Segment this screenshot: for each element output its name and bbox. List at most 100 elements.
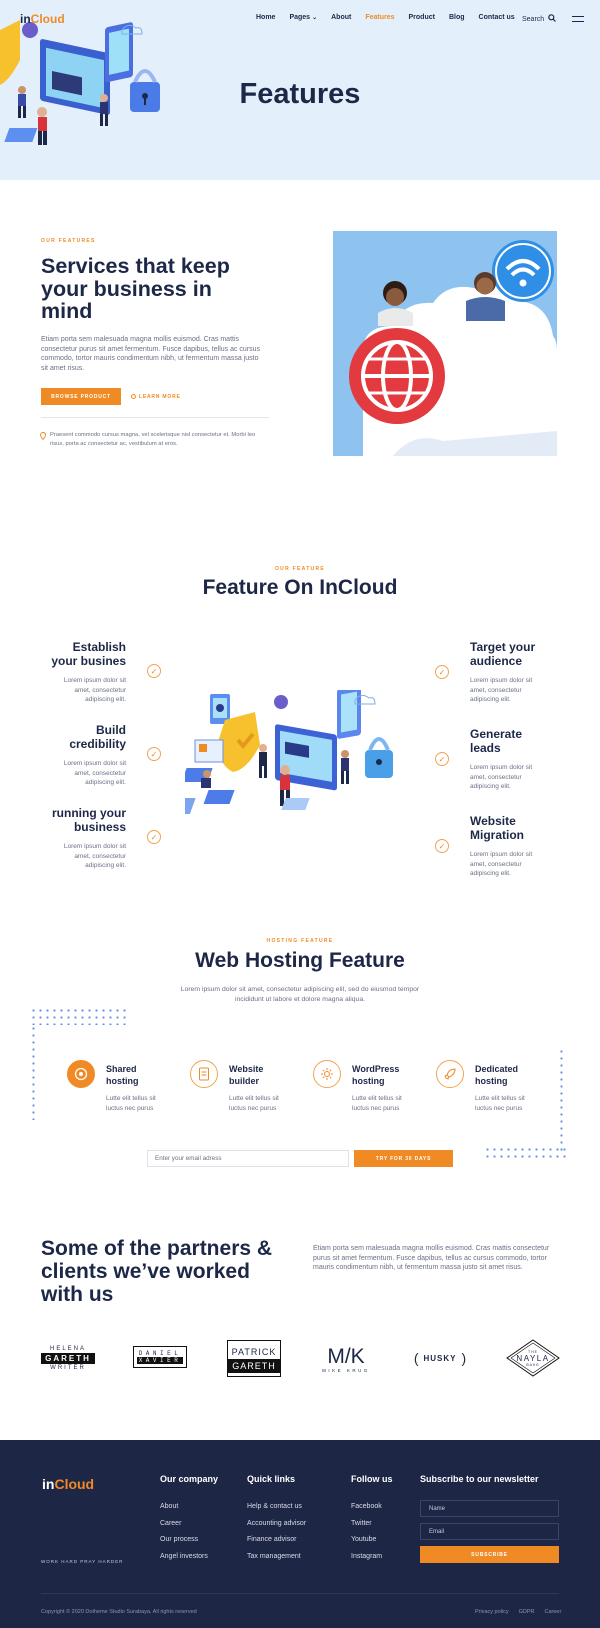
footer-link-career[interactable]: Career xyxy=(160,1519,182,1527)
dot-pattern xyxy=(30,1007,128,1025)
page-title: Features xyxy=(239,78,361,110)
footer-link-tax[interactable]: Tax management xyxy=(247,1552,301,1560)
feature-text: amet, consectetur xyxy=(74,686,126,694)
try-free-button[interactable]: TRY FOR 30 DAYS xyxy=(354,1150,453,1167)
feature-text: Lorem ipsum dolor sit xyxy=(63,843,126,850)
circle-arrow-icon xyxy=(131,394,136,399)
logo[interactable]: inCloud xyxy=(20,12,65,26)
gdpr-link[interactable]: GDPR xyxy=(518,1609,535,1615)
feature-text: adipiscing elit. xyxy=(85,862,126,869)
hosting-item-text: Lutte elit tellus sit xyxy=(475,1095,525,1102)
feature-left-3: running your business Lorem ipsum dolor … xyxy=(30,806,126,871)
feature-text: Lorem ipsum dolor sit xyxy=(63,677,126,684)
feature-title: Migration xyxy=(470,828,524,842)
hosting-item-text: luctus nec purus xyxy=(106,1104,154,1112)
divider xyxy=(41,417,269,418)
footer-bottom-links: Privacy policy GDPR Career xyxy=(475,1609,561,1615)
partners-title-line: clients we’ve worked xyxy=(41,1260,250,1283)
nav-pages-label: Pages xyxy=(289,14,311,21)
hosting-item-title: Dedicated xyxy=(475,1064,519,1074)
partner-logo-patrick: PATRICK GARETH xyxy=(227,1340,281,1377)
menu-icon[interactable] xyxy=(572,16,584,22)
logo-text: PATRICK xyxy=(231,1346,277,1357)
feature-text: adipiscing elit. xyxy=(85,779,126,786)
hosting-item-builder: Website builder Lutte elit tellus sit lu… xyxy=(229,1063,309,1113)
nav-about[interactable]: About xyxy=(331,14,352,21)
learn-more-link[interactable]: LEARN MORE xyxy=(131,394,181,400)
services-title-line: your business in xyxy=(41,276,212,301)
subscribe-button[interactable]: SUBSCRIBE xyxy=(420,1546,559,1563)
footer-link-about[interactable]: About xyxy=(160,1503,179,1510)
features-kicker: OUR FEATURE xyxy=(274,566,326,572)
footer-link-facebook[interactable]: Facebook xyxy=(351,1503,382,1510)
nav-product[interactable]: Product xyxy=(408,14,435,21)
footer-col-title: Follow us xyxy=(351,1474,393,1484)
nav-home[interactable]: Home xyxy=(256,14,276,21)
feature-title: credibility xyxy=(69,737,126,751)
newsletter-title: Subscribe to our newsletter xyxy=(420,1474,539,1484)
main-nav: Home Pages⌄ About Features Product Blog … xyxy=(256,14,529,21)
hosting-item-title: hosting xyxy=(475,1076,508,1086)
hosting-item-title: Shared xyxy=(106,1064,137,1074)
footer-link-help[interactable]: Help & contact us xyxy=(247,1503,302,1510)
feature-text: Lorem ipsum dolor sit xyxy=(470,677,533,684)
hosting-kicker: HOSTING FEATURE xyxy=(266,938,334,944)
search-label: Search xyxy=(522,16,545,23)
hosting-item-title: Website xyxy=(229,1064,264,1074)
footer-link-youtube[interactable]: Youtube xyxy=(351,1536,377,1543)
chevron-down-icon: ⌄ xyxy=(312,15,318,21)
hero-section: inCloud Home Pages⌄ About Features Produ… xyxy=(0,0,600,180)
wordpress-icon xyxy=(313,1060,341,1088)
hosting-subtitle-line: Lorem ipsum dolor sit amet, consectetur … xyxy=(180,986,420,993)
hosting-subtitle: Lorem ipsum dolor sit amet, consectetur … xyxy=(0,985,600,1004)
logo-prefix: in xyxy=(20,12,31,26)
nav-features[interactable]: Features xyxy=(365,14,395,21)
hosting-item-text: Lutte elit tellus sit xyxy=(229,1095,279,1102)
logo-text: HUSKY xyxy=(423,1353,457,1363)
footer-logo[interactable]: inCloud xyxy=(42,1476,94,1492)
partner-logo-mk: M/K MIKE KRUG xyxy=(317,1342,375,1376)
nav-contact[interactable]: Contact us xyxy=(478,14,515,21)
footer-link-accounting[interactable]: Accounting advisor xyxy=(247,1519,307,1527)
hosting-item-text: luctus nec purus xyxy=(352,1104,400,1112)
logo-text: GARETH xyxy=(228,1358,280,1373)
feature-text: adipiscing elit. xyxy=(470,696,511,703)
logo-text: THE xyxy=(528,1349,538,1354)
feature-illustration xyxy=(185,690,393,814)
footer-link-process[interactable]: Our process xyxy=(160,1536,199,1543)
features-title: Feature On InCloud xyxy=(202,576,398,599)
footer-col-quicklinks: Quick links Help & contact us Accounting… xyxy=(247,1474,306,1565)
footer-link-instagram[interactable]: Instagram xyxy=(351,1552,383,1560)
trial-email-input[interactable]: Enter your email adress xyxy=(147,1150,349,1167)
logo-prefix: in xyxy=(42,1476,55,1492)
cloud-people-image xyxy=(333,231,557,456)
nav-blog[interactable]: Blog xyxy=(448,14,465,21)
search-button[interactable]: Search xyxy=(522,14,557,23)
security-illustration xyxy=(0,20,160,145)
feature-title: leads xyxy=(470,741,501,755)
footer-link-finance[interactable]: Finance advisor xyxy=(247,1536,297,1543)
footer-link-investors[interactable]: Angel investors xyxy=(160,1552,208,1560)
hosting-item-text: Lutte elit tellus sit xyxy=(106,1095,156,1102)
footer-link-twitter[interactable]: Twitter xyxy=(351,1519,372,1527)
feature-right-3: Website Migration Lorem ipsum dolor sit … xyxy=(470,814,570,879)
career-link[interactable]: Career xyxy=(544,1609,562,1615)
nav-pages[interactable]: Pages⌄ xyxy=(289,14,317,21)
hosting-item-title: hosting xyxy=(352,1076,385,1086)
newsletter-email-input[interactable]: Email xyxy=(420,1523,559,1540)
diamond-frame-icon xyxy=(506,1339,560,1377)
browse-product-button[interactable]: BROWSE PRODUCT xyxy=(41,388,121,405)
dot-pattern xyxy=(558,1048,566,1153)
logo-text: BAKE xyxy=(526,1362,540,1367)
footer-col-title: Quick links xyxy=(247,1474,296,1484)
feature-title: business xyxy=(73,820,126,834)
logo-text: WRITER xyxy=(50,1364,86,1371)
footer-divider xyxy=(41,1593,559,1594)
privacy-link[interactable]: Privacy policy xyxy=(475,1609,509,1615)
feature-text: adipiscing elit. xyxy=(470,783,511,790)
logo-text: XAVIER xyxy=(136,1357,184,1364)
feature-title: your busines xyxy=(51,654,126,668)
feature-text: Lorem ipsum dolor sit xyxy=(470,851,533,858)
feature-left-1: Establish your busines Lorem ipsum dolor… xyxy=(30,640,126,705)
newsletter-name-input[interactable]: Name xyxy=(420,1500,559,1517)
